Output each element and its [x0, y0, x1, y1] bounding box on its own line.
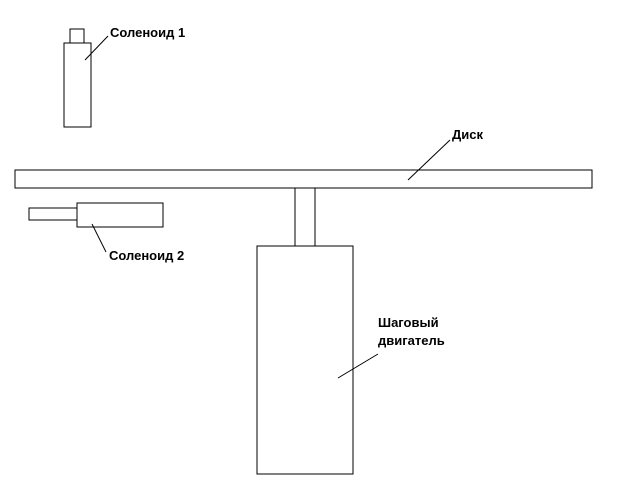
solenoid-1-body	[63, 42, 92, 128]
stepper-motor-shaft	[294, 187, 316, 247]
stepper-motor-label-line-2: двигатель	[378, 333, 445, 348]
disk-label: Диск	[452, 127, 483, 142]
solenoid-2	[28, 202, 164, 228]
solenoid-2-plunger	[28, 207, 78, 221]
stepper-motor-body	[256, 245, 354, 475]
disk-leader	[407, 139, 451, 181]
solenoid-1-leader	[84, 35, 109, 61]
solenoid-2-body	[76, 202, 164, 228]
stepper-motor-leader	[337, 353, 379, 379]
solenoid-2-label: Соленоид 2	[109, 248, 184, 263]
solenoid-2-leader	[91, 223, 107, 253]
solenoid-1-plunger	[69, 28, 85, 44]
stepper-motor	[256, 187, 354, 475]
solenoid-1	[63, 28, 92, 128]
solenoid-1-label: Соленоид 1	[110, 25, 185, 40]
stepper-motor-label-line-1: Шаговый	[378, 315, 439, 330]
disk	[14, 169, 593, 189]
